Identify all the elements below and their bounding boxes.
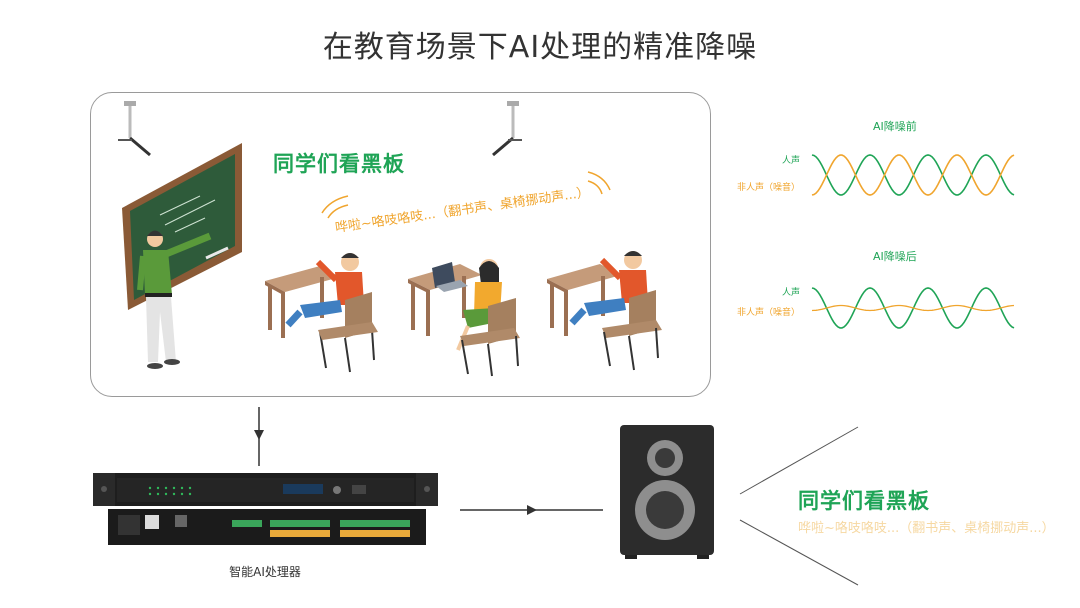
output-cone-icon — [739, 426, 859, 586]
speaker-icon — [620, 425, 714, 559]
student-left-icon — [265, 253, 378, 373]
student-middle-icon — [408, 259, 520, 377]
device-label: 智能AI处理器 — [229, 565, 301, 579]
wave-before-title: AI降噪前 — [873, 120, 917, 133]
ceiling-mic-right-icon — [492, 101, 522, 157]
ceiling-mic-left-icon — [118, 101, 151, 157]
page-title: 在教育场景下AI处理的精准降噪 — [322, 30, 758, 65]
waveform-before — [811, 154, 1015, 196]
sound-waves-left-icon — [321, 195, 349, 219]
wave-after-noise-label: 非人声（噪音） — [736, 308, 800, 318]
wave-after-voice-label: 人声 — [781, 288, 800, 298]
wave-after-title: AI降噪后 — [873, 250, 917, 263]
wave-before-voice-label: 人声 — [781, 156, 800, 166]
ai-processor-icon — [93, 473, 438, 545]
sound-waves-right-icon — [587, 171, 611, 195]
right-arrow-icon — [460, 505, 603, 515]
student-right-icon — [547, 251, 662, 371]
teacher-speech: 同学们看黑板 — [273, 152, 405, 176]
down-arrow-icon — [254, 407, 264, 466]
output-speech: 同学们看黑板 — [798, 489, 930, 513]
output-noise-text: 哗啦~咯吱咯吱...（翻书声、桌椅挪动声...） — [798, 521, 1055, 536]
wave-before-noise-label: 非人声（噪音） — [736, 183, 800, 193]
teacher-icon — [137, 230, 212, 369]
waveform-after — [811, 287, 1015, 329]
